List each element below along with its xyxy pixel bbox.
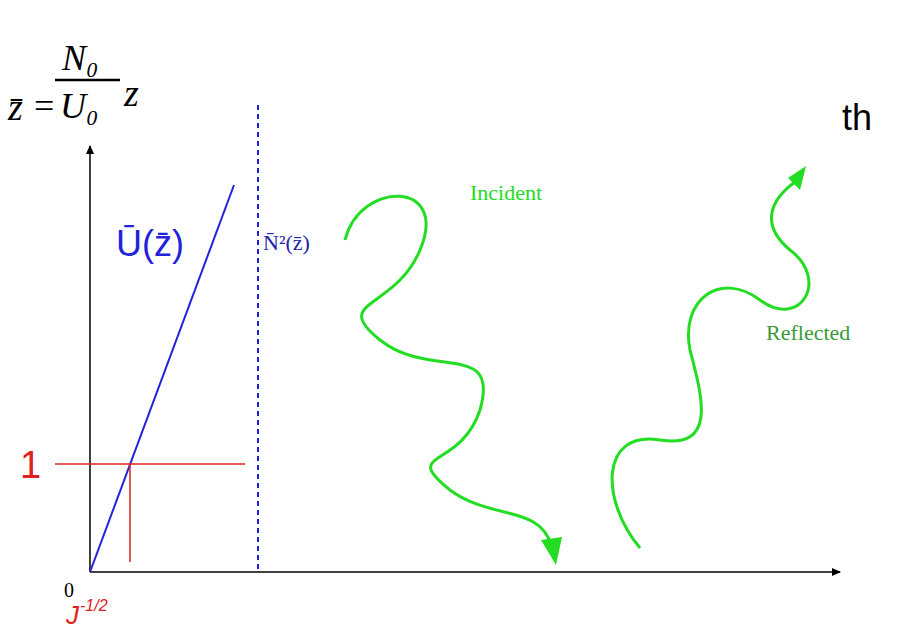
stratification-line: [257, 105, 259, 572]
formula-symbol: U₀: [60, 88, 99, 124]
guide-line: [55, 463, 245, 465]
incident-wave: [345, 196, 551, 545]
reflected-wave: [612, 182, 809, 548]
wave-label: Reflected: [766, 322, 850, 344]
axis-origin: 0: [64, 580, 74, 600]
formula-symbol: z̄: [8, 88, 23, 126]
curve-label: N̄²(z̄): [263, 232, 310, 254]
curve-label: Ū(z̄): [116, 226, 184, 262]
text-fragment: th: [842, 100, 872, 136]
axis-value: J: [66, 602, 79, 628]
formula-symbol: z: [124, 74, 139, 112]
wave-label: Incident: [470, 182, 542, 204]
axis-value: -1/2: [80, 598, 108, 614]
wave-arrowhead: [541, 537, 562, 565]
formula-symbol: N₀: [62, 40, 99, 76]
wave-arrowhead: [788, 166, 806, 190]
fraction-bar: [55, 79, 120, 82]
guide-line: [129, 464, 131, 562]
vertical-axis: [89, 146, 91, 572]
horizontal-axis: [90, 571, 840, 573]
formula-symbol: =: [34, 88, 54, 124]
velocity-profile: [90, 185, 234, 572]
axis-value: 1: [20, 446, 41, 484]
